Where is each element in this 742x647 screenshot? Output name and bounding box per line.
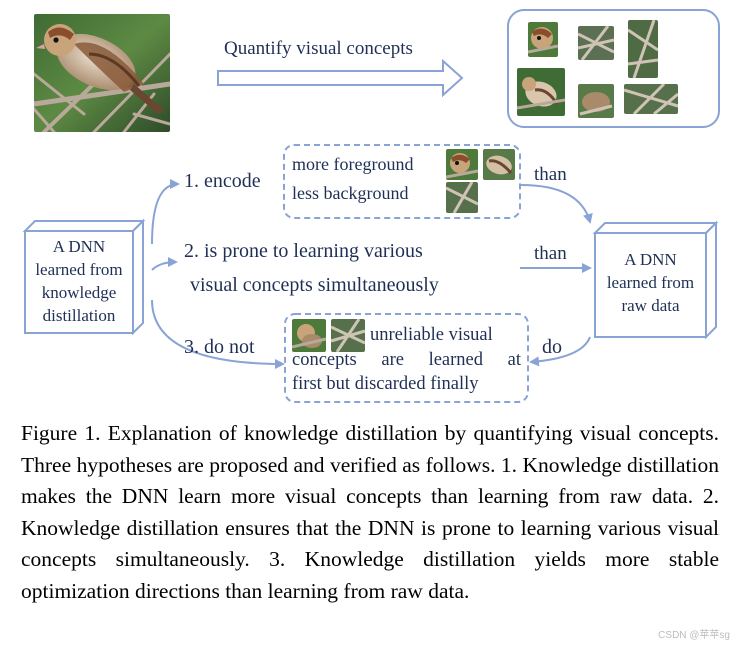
right-box-line-1: A DNN <box>624 250 677 269</box>
left-box-line-2: learned from <box>35 259 123 279</box>
right-dnn-box <box>592 220 719 340</box>
hypothesis-3-label: 3. do not <box>184 336 255 358</box>
concept-patch-branches-2 <box>628 20 658 78</box>
concept-patch-body <box>578 84 614 118</box>
left-dnn-box <box>22 218 146 336</box>
hypothesis-3-line-3: first but discarded finally <box>292 374 479 394</box>
right-box-label: A DNN learned from raw data <box>595 249 706 318</box>
concept-patch-bird <box>517 68 565 116</box>
background-patch <box>446 182 478 213</box>
hypothesis-2-line-1: 2. is prone to learning various <box>184 240 423 262</box>
left-box-label: A DNN learned from knowledge distillatio… <box>25 236 133 328</box>
right-box-line-3: raw data <box>621 295 680 315</box>
connector-do: do <box>542 336 562 358</box>
hypothesis-2-line-2: visual concepts simultaneously <box>190 274 439 296</box>
arrow-do <box>529 336 591 367</box>
figure-1: Quantify visual concepts A DNN learned f… <box>22 9 720 403</box>
quantify-label: Quantify visual concepts <box>224 38 413 59</box>
right-box-line-2: learned from <box>606 272 695 292</box>
bird-photo <box>34 14 170 132</box>
concept-patch-branches-1 <box>578 26 614 60</box>
hypothesis-1-line-2: less background <box>292 183 409 203</box>
watermark: CSDN @苹苹sg <box>658 630 730 641</box>
quantify-arrow <box>217 58 464 98</box>
concept-patch-head <box>528 22 558 57</box>
bird-photo-graphic <box>34 14 170 132</box>
hypothesis-3-line-1: unreliable visual <box>370 325 493 345</box>
hypothesis-1-label: 1. encode <box>184 170 261 192</box>
hypothesis-1-line-1: more foreground <box>292 154 414 174</box>
connector-than-2: than <box>534 243 567 264</box>
connector-than-1: than <box>534 164 567 185</box>
figure-caption: Figure 1. Explanation of knowledge disti… <box>21 421 719 603</box>
unreliable-patch-bird <box>292 319 326 352</box>
foreground-patch-head <box>446 149 478 180</box>
arrow-encode <box>151 179 180 245</box>
concept-patch-branches-3 <box>624 84 678 114</box>
hypothesis-3-line-2: concepts are learned at <box>292 350 521 370</box>
arrow-prone <box>151 257 178 271</box>
left-box-line-1: A DNN <box>52 237 106 256</box>
arrow-donot <box>151 299 285 369</box>
left-box-line-4: distillation <box>42 305 116 325</box>
donot-dashed-box <box>284 313 529 403</box>
left-box-line-3: knowledge <box>41 282 117 302</box>
foreground-patch-body <box>483 149 515 180</box>
arrow-than-1 <box>520 184 593 224</box>
unreliable-patch-branches <box>331 319 365 352</box>
